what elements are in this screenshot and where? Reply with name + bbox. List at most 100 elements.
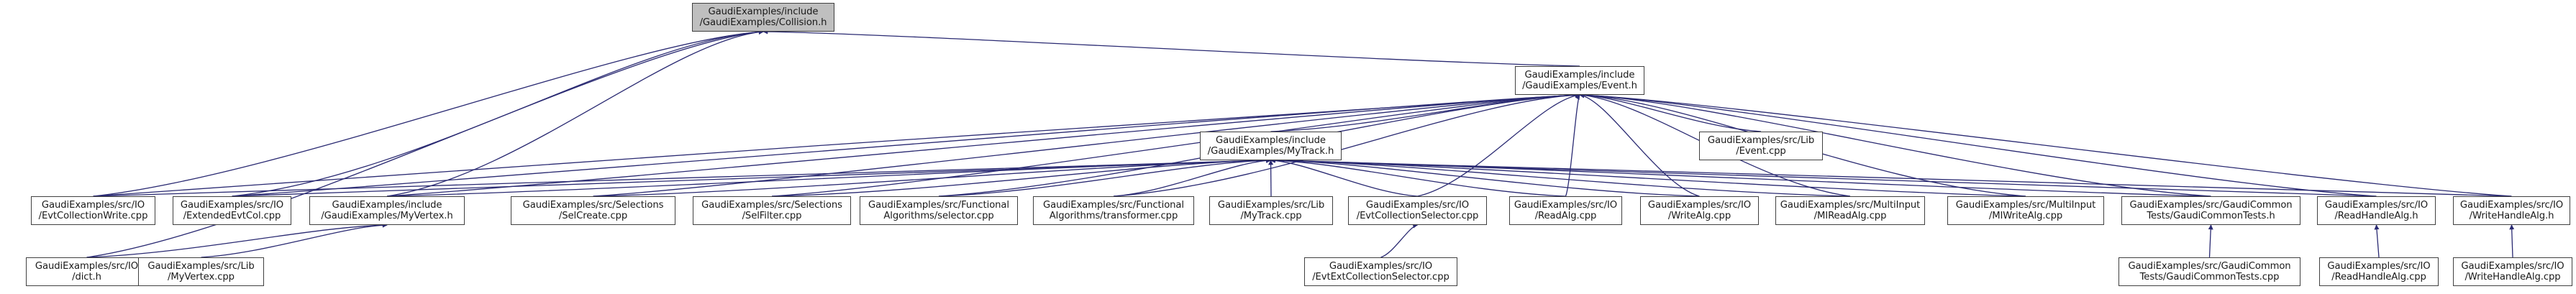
- graph-node-writehandlealg_cpp[interactable]: GaudiExamples/src/IO/WriteHandleAlg.cpp: [2453, 257, 2572, 286]
- node-label-line2: /GaudiExamples/Collision.h: [699, 17, 827, 28]
- graph-edge-extendedevtcol_cpp-to-mytrack_h: [232, 157, 1272, 197]
- graph-edge-evtcollectionwrite_cpp-to-collision_h: [93, 29, 764, 197]
- graph-node-event_h[interactable]: GaudiExamples/include/GaudiExamples/Even…: [1515, 66, 1644, 95]
- graph-edge-gaudicommontests_cpp-to-gaudicommontests_h: [2208, 224, 2213, 258]
- node-label-line2: Tests/GaudiCommonTests.cpp: [2139, 272, 2280, 282]
- graph-edge-readalg_cpp-to-mytrack_h: [1270, 157, 1566, 197]
- graph-edge-readalg_cpp-to-event_h: [1565, 94, 1580, 197]
- node-label-line1: GaudiExamples/src/Functional: [1043, 199, 1184, 211]
- node-label-line2: /ReadHandleAlg.h: [2334, 211, 2418, 221]
- graph-edge-writehandlealg_cpp-to-writehandlealg_h: [2509, 224, 2515, 258]
- graph-node-mytrack_h[interactable]: GaudiExamples/include/GaudiExamples/MyTr…: [1200, 132, 1342, 160]
- graph-node-readhandlealg_cpp[interactable]: GaudiExamples/src/IO/ReadHandleAlg.cpp: [2319, 257, 2439, 286]
- graph-edge-selector_cpp-to-mytrack_h: [938, 157, 1272, 197]
- graph-edge-gaudicommontests_h-to-mytrack_h: [1270, 157, 2211, 197]
- node-label-line1: GaudiExamples/include: [1216, 134, 1326, 146]
- node-label-line2: /WriteHandleAlg.h: [2469, 211, 2554, 221]
- graph-edge-selcreate_cpp-to-event_h: [593, 92, 1580, 197]
- graph-node-mireadalg_cpp[interactable]: GaudiExamples/src/MultiInput/MIReadAlg.c…: [1775, 196, 1925, 225]
- node-label-line1: GaudiExamples/src/Selections: [701, 199, 842, 211]
- graph-edge-myvertex_h-to-collision_h: [386, 29, 764, 197]
- graph-edge-miwritealg_cpp-to-mytrack_h: [1270, 157, 2026, 197]
- node-label-line1: GaudiExamples/src/GaudiCommon: [2128, 260, 2291, 272]
- graph-node-evtcollectionselector_cpp[interactable]: GaudiExamples/src/IO/EvtCollectionSelect…: [1348, 196, 1487, 225]
- graph-edge-evtcollectionselector_cpp-to-event_h: [1417, 93, 1580, 197]
- node-label-line2: Algorithms/selector.cpp: [883, 211, 994, 221]
- graph-edge-evtcollectionwrite_cpp-to-mytrack_h: [93, 157, 1272, 197]
- graph-node-selcreate_cpp[interactable]: GaudiExamples/src/Selections/SelCreate.c…: [511, 196, 675, 225]
- graph-node-selfilter_cpp[interactable]: GaudiExamples/src/Selections/SelFilter.c…: [693, 196, 851, 225]
- node-label-line1: GaudiExamples/include: [1524, 69, 1635, 81]
- node-label-line2: /GaudiExamples/MyTrack.h: [1207, 146, 1334, 157]
- graph-edge-transformer_cpp-to-mytrack_h: [1113, 157, 1272, 197]
- graph-edge-writealg_cpp-to-mytrack_h: [1270, 157, 1700, 197]
- node-label-line2: /MyVertex.cpp: [168, 272, 235, 282]
- graph-edge-selcreate_cpp-to-mytrack_h: [593, 157, 1272, 197]
- graph-edge-evtextcollectionselector_cpp-to-evtcollectionselector_cpp: [1380, 223, 1419, 258]
- node-label-line2: /WriteHandleAlg.cpp: [2465, 272, 2561, 282]
- graph-edge-evtcollectionwrite_cpp-to-event_h: [93, 92, 1580, 197]
- graph-edge-event_cpp-to-event_h: [1579, 92, 1762, 132]
- graph-node-readalg_cpp[interactable]: GaudiExamples/src/IO/ReadAlg.cpp: [1509, 196, 1622, 225]
- graph-edge-myvertex_h-to-mytrack_h: [386, 157, 1272, 197]
- graph-edge-selfilter_cpp-to-mytrack_h: [771, 157, 1272, 197]
- graph-node-writehandlealg_h[interactable]: GaudiExamples/src/IO/WriteHandleAlg.h: [2453, 196, 2570, 225]
- graph-edge-myvertex_h-to-event_h: [386, 92, 1580, 197]
- node-label-line1: GaudiExamples/src/IO: [1365, 199, 1470, 211]
- graph-node-collision_h[interactable]: GaudiExamples/include/GaudiExamples/Coll…: [692, 3, 834, 32]
- graph-edge-mytrack_h-to-event_h: [1270, 92, 1580, 132]
- graph-node-extendedevtcol_cpp[interactable]: GaudiExamples/src/IO/ExtendedEvtCol.cpp: [173, 196, 291, 225]
- graph-node-readhandlealg_h[interactable]: GaudiExamples/src/IO/ReadHandleAlg.h: [2317, 196, 2436, 225]
- node-label-line1: GaudiExamples/src/IO: [2461, 260, 2564, 272]
- node-label-line1: GaudiExamples/include: [332, 199, 442, 211]
- node-label-line2: /ReadHandleAlg.cpp: [2331, 272, 2426, 282]
- node-label-line1: GaudiExamples/src/IO: [2327, 260, 2431, 272]
- node-label-line1: GaudiExamples/src/GaudiCommon: [2129, 199, 2293, 211]
- node-label-line1: GaudiExamples/src/MultiInput: [1780, 199, 1921, 211]
- graph-edge-gaudicommontests_h-to-event_h: [1579, 92, 2211, 197]
- graph-edge-extendedevtcol_cpp-to-collision_h: [232, 29, 764, 197]
- graph-edge-extendedevtcol_cpp-to-event_h: [232, 92, 1580, 197]
- graph-node-dict_h[interactable]: GaudiExamples/src/IO/dict.h: [26, 257, 147, 286]
- graph-edge-myvertex_cpp-to-myvertex_h: [201, 222, 388, 258]
- node-label-line1: GaudiExamples/src/IO: [2459, 199, 2564, 211]
- graph-node-myvertex_h[interactable]: GaudiExamples/include/GaudiExamples/MyVe…: [309, 196, 465, 225]
- graph-node-myvertex_cpp[interactable]: GaudiExamples/src/Lib/MyVertex.cpp: [138, 257, 264, 286]
- node-label-line2: /MyTrack.cpp: [1240, 211, 1302, 221]
- node-label-line1: GaudiExamples/src/IO: [35, 260, 139, 272]
- node-label-line2: /SelFilter.cpp: [742, 211, 802, 221]
- graph-node-mytrack_cpp[interactable]: GaudiExamples/src/Lib/MyTrack.cpp: [1209, 196, 1333, 225]
- node-label-line1: GaudiExamples/src/IO: [1514, 199, 1618, 211]
- node-label-line1: GaudiExamples/include: [708, 6, 819, 17]
- graph-node-event_cpp[interactable]: GaudiExamples/src/Lib/Event.cpp: [1699, 132, 1823, 160]
- node-label-line2: /WriteAlg.cpp: [1667, 211, 1731, 221]
- node-label-line1: GaudiExamples/src/Lib: [1707, 134, 1815, 146]
- graph-node-miwritealg_cpp[interactable]: GaudiExamples/src/MultiInput/MIWriteAlg.…: [1947, 196, 2104, 225]
- node-label-line2: /EvtCollectionSelector.cpp: [1356, 211, 1479, 221]
- node-label-line2: /MIReadAlg.cpp: [1813, 211, 1887, 221]
- node-label-line1: GaudiExamples/src/Selections: [522, 199, 664, 211]
- node-label-line1: GaudiExamples/src/IO: [180, 199, 284, 211]
- node-label-line2: /dict.h: [72, 272, 101, 282]
- graph-edge-readhandlealg_cpp-to-readhandlealg_h: [2374, 224, 2380, 258]
- node-label-line1: GaudiExamples/src/IO: [2324, 199, 2429, 211]
- node-label-line1: GaudiExamples/src/IO: [1329, 260, 1433, 272]
- graph-node-evtextcollectionselector_cpp[interactable]: GaudiExamples/src/IO/EvtExtCollectionSel…: [1304, 257, 1457, 286]
- node-label-line1: GaudiExamples/src/IO: [1647, 199, 1752, 211]
- node-label-line1: GaudiExamples/src/IO: [41, 199, 145, 211]
- node-label-line2: /ExtendedEvtCol.cpp: [183, 211, 281, 221]
- graph-edge-selfilter_cpp-to-event_h: [771, 92, 1580, 197]
- node-label-line2: Algorithms/transformer.cpp: [1049, 211, 1178, 221]
- graph-edge-dict_h-to-myvertex_h: [86, 222, 388, 258]
- graph-node-evtcollectionwrite_cpp[interactable]: GaudiExamples/src/IO/EvtCollectionWrite.…: [31, 196, 155, 225]
- node-label-line1: GaudiExamples/src/Functional: [868, 199, 1009, 211]
- graph-node-writealg_cpp[interactable]: GaudiExamples/src/IO/WriteAlg.cpp: [1640, 196, 1759, 225]
- node-label-line1: GaudiExamples/src/Lib: [1217, 199, 1325, 211]
- node-label-line2: /MIWriteAlg.cpp: [1988, 211, 2063, 221]
- graph-edge-mireadalg_cpp-to-mytrack_h: [1270, 157, 1851, 197]
